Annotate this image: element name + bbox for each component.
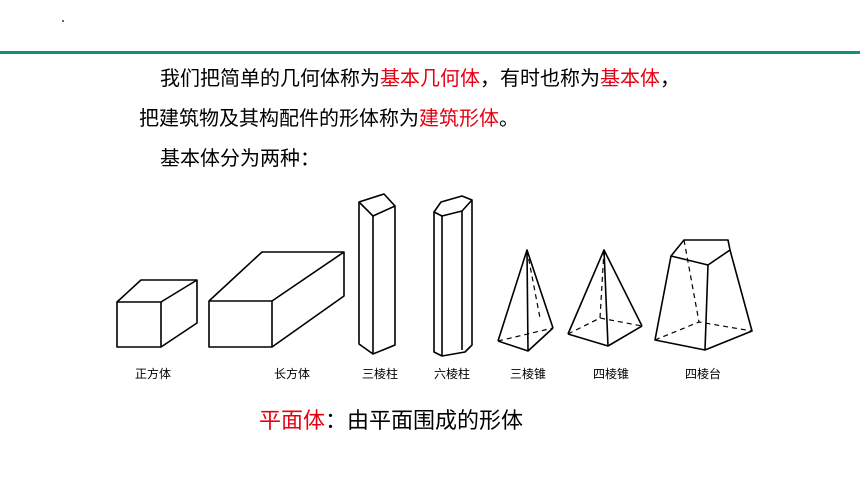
hexagonal-prism-figure: [433, 195, 473, 357]
square-frustum-figure: [654, 239, 753, 351]
label-hexagonal-prism: 六棱柱: [433, 367, 471, 381]
p2-text-c: 。: [499, 106, 519, 130]
p1-text-e: ，: [660, 66, 680, 90]
label-triangular-prism: 三棱柱: [361, 367, 399, 381]
p1-text-a: 我们把简单的几何体称为: [160, 66, 380, 90]
paragraph-3: 基本体分为两种：: [160, 146, 320, 170]
plane-solid-definition-text: ：由平面围成的形体: [325, 409, 524, 434]
p3-text-a: 基本体分为两种：: [160, 146, 320, 170]
label-cuboid: 长方体: [273, 367, 311, 381]
label-triangular-pyramid: 三棱锥: [509, 367, 547, 381]
corner-dot: [62, 20, 64, 22]
triangular-prism-figure: [358, 193, 396, 355]
label-cube: 正方体: [134, 367, 172, 381]
p1-text-c: ，有时也称为: [480, 66, 600, 90]
label-square-pyramid: 四棱锥: [592, 367, 630, 381]
header-divider: [0, 51, 860, 54]
term-plane-solid: 平面体: [259, 409, 326, 434]
term-basic-body: 基本体: [600, 66, 660, 90]
p2-text-a: 把建筑物及其构配件的形体称为: [139, 106, 419, 130]
label-square-frustum: 四棱台: [684, 367, 722, 381]
paragraph-2: 把建筑物及其构配件的形体称为建筑形体。: [139, 106, 519, 130]
term-architectural-form: 建筑形体: [419, 106, 499, 130]
term-basic-geometry: 基本几何体: [380, 66, 480, 90]
triangular-pyramid-figure: [497, 249, 554, 352]
cuboid-figure: [208, 251, 345, 348]
plane-solid-definition: 平面体：由平面围成的形体: [259, 408, 523, 436]
cube-figure: [116, 279, 198, 348]
square-pyramid-figure: [567, 249, 643, 347]
paragraph-1: 我们把简单的几何体称为基本几何体，有时也称为基本体，: [160, 66, 680, 90]
